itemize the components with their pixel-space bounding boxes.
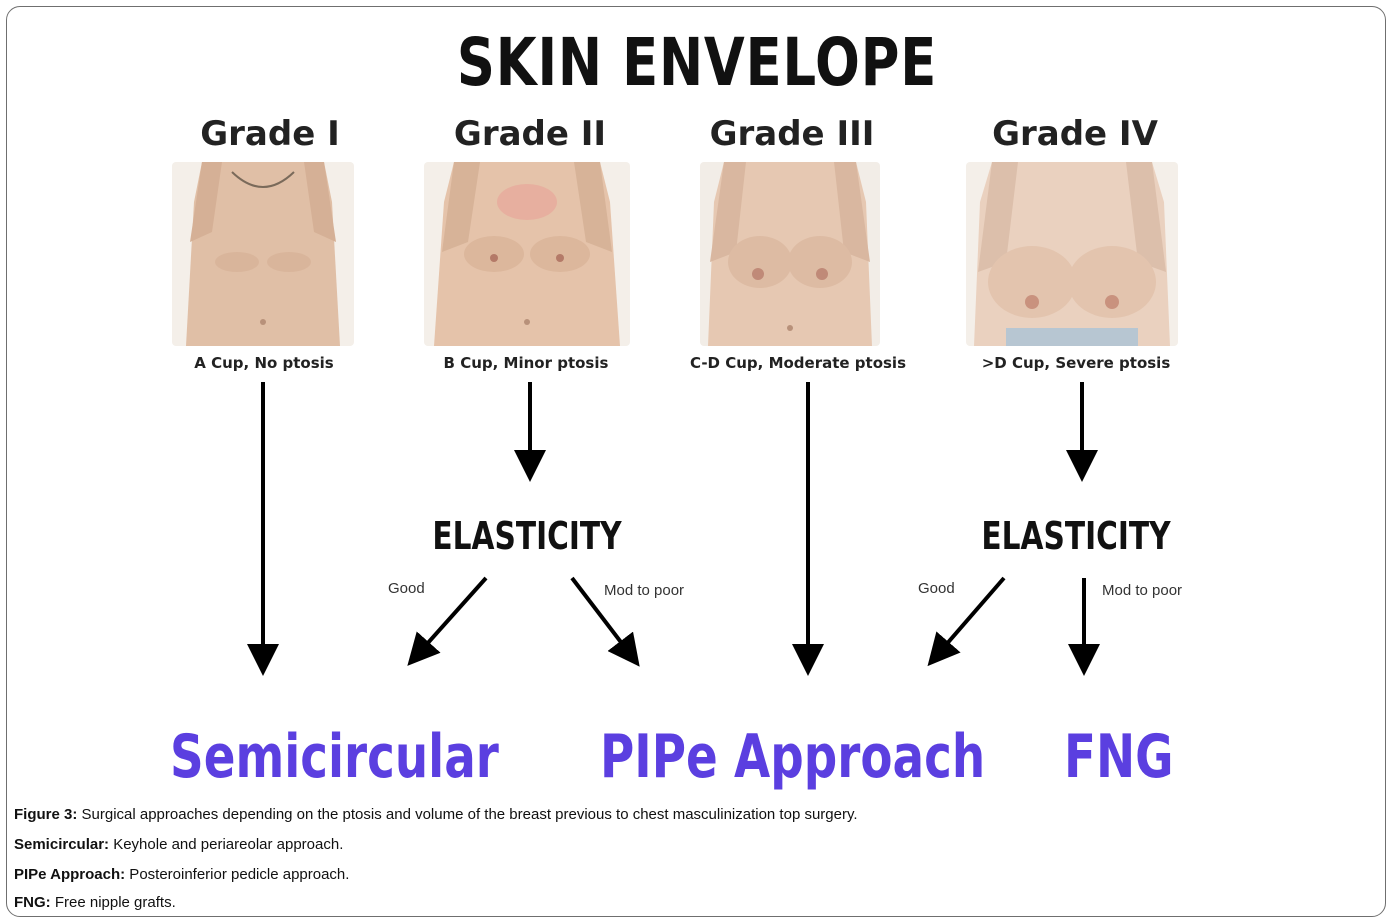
outcome-pipe-approach: PIPe Approach	[600, 722, 985, 792]
good-label-1: Good	[388, 580, 425, 597]
note-text: Free nipple grafts.	[51, 894, 176, 911]
note-text: Posteroinferior pedicle approach.	[125, 866, 349, 883]
figure-caption: Figure 3: Surgical approaches depending …	[14, 806, 858, 823]
elasticity-label-1: ELASTICITY	[410, 514, 644, 558]
note-semicircular: Semicircular: Keyhole and periareolar ap…	[14, 836, 343, 853]
note-term: FNG:	[14, 894, 51, 911]
arrow-elast1-good	[418, 578, 486, 654]
figure-caption-label: Figure 3:	[14, 806, 77, 823]
figure-caption-text: Surgical approaches depending on the pto…	[77, 806, 857, 823]
outcome-semicircular: Semicircular	[170, 722, 499, 792]
outcome-fng: FNG	[1064, 722, 1174, 792]
elasticity-label-2: ELASTICITY	[959, 514, 1193, 558]
note-pipe: PIPe Approach: Posteroinferior pedicle a…	[14, 866, 349, 883]
mod-to-poor-label-1: Mod to poor	[604, 582, 684, 599]
mod-to-poor-label-2: Mod to poor	[1102, 582, 1182, 599]
note-term: PIPe Approach:	[14, 866, 125, 883]
good-label-2: Good	[918, 580, 955, 597]
note-text: Keyhole and periareolar approach.	[109, 836, 343, 853]
note-fng: FNG: Free nipple grafts.	[14, 894, 176, 911]
note-term: Semicircular:	[14, 836, 109, 853]
